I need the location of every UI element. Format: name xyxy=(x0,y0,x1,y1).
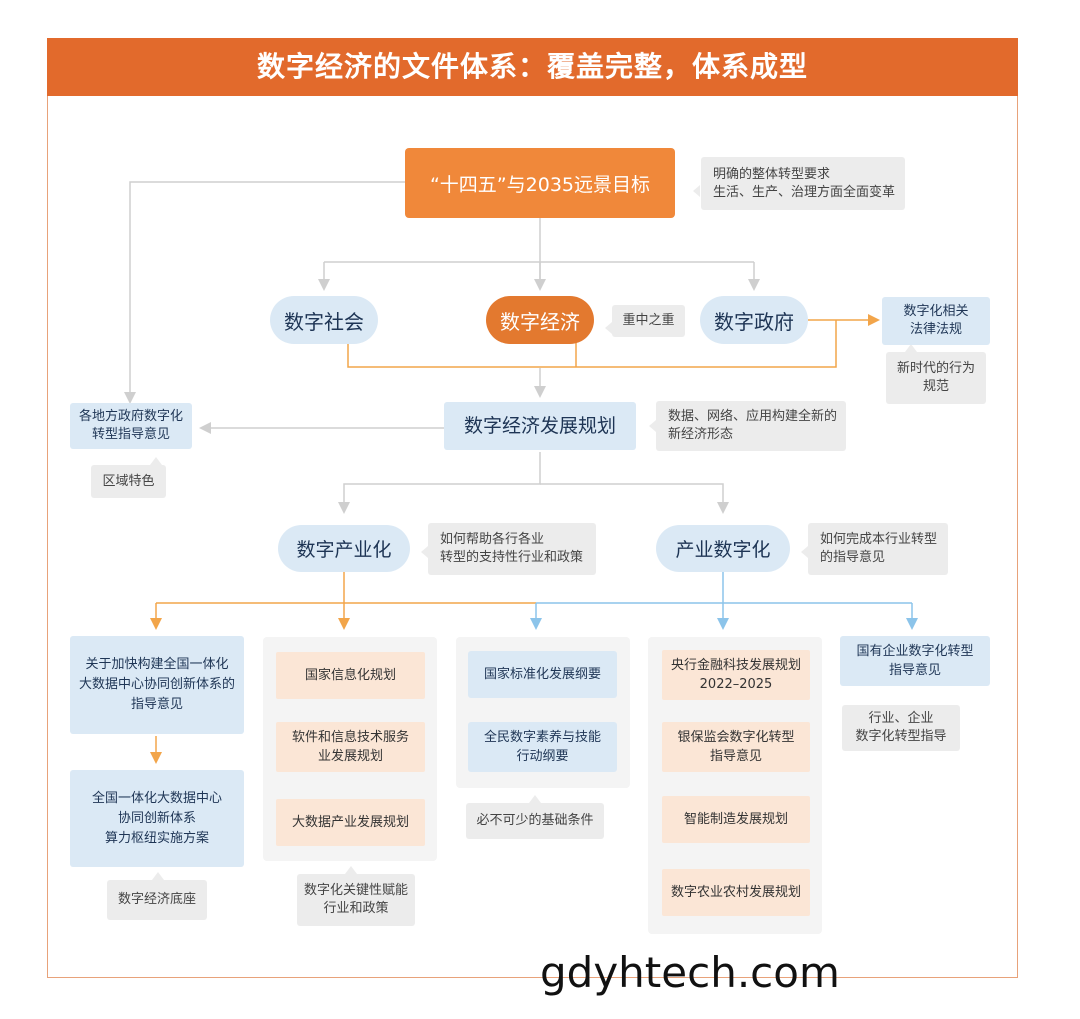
digital-economy-note: 重中之重 xyxy=(612,305,685,337)
line-plan-down xyxy=(338,452,541,514)
line-goal-to-local xyxy=(124,181,405,404)
col2-note: 数字化关键性赋能 行业和政策 xyxy=(297,874,415,926)
col3-item-2: 全民数字素养与技能 行动纲要 xyxy=(468,722,617,772)
col5-note: 行业、企业 数字化转型指导 xyxy=(842,705,960,751)
col1-box1: 关于加快构建全国一体化 大数据中心协同创新体系的 指导意见 xyxy=(70,636,244,734)
col3-note: 必不可少的基础条件 xyxy=(466,803,604,839)
digital-economy-pill: 数字经济 xyxy=(486,296,594,344)
law-note: 新时代的行为 规范 xyxy=(886,352,986,404)
page-title: 数字经济的文件体系：覆盖完整，体系成型 xyxy=(47,38,1018,96)
industrial-digitalization-note: 如何完成本行业转型 的指导意见 xyxy=(808,523,948,575)
digital-industrialization-note: 如何帮助各行各业 转型的支持性行业和政策 xyxy=(428,523,596,575)
top-goal-box: “十四五”与2035远景目标 xyxy=(405,148,675,218)
line-plan-right xyxy=(540,483,729,514)
col5-box: 国有企业数字化转型 指导意见 xyxy=(840,636,990,686)
economy-plan-box: 数字经济发展规划 xyxy=(444,402,636,450)
law-box: 数字化相关 法律法规 xyxy=(882,297,990,345)
col4-item-1: 央行金融科技发展规划 2022–2025 xyxy=(662,650,810,700)
col2-item-2: 软件和信息技术服务 业发展规划 xyxy=(276,722,425,772)
watermark-text: gdyhtech.com xyxy=(540,948,840,997)
local-government-note: 区域特色 xyxy=(91,465,166,498)
col1-note: 数字经济底座 xyxy=(107,880,207,920)
line-orange-bracket xyxy=(347,320,837,368)
col4-item-4: 数字农业农村发展规划 xyxy=(662,869,810,916)
col1-box2: 全国一体化大数据中心 协同创新体系 算力枢纽实施方案 xyxy=(70,770,244,867)
digital-industrialization-pill: 数字产业化 xyxy=(278,525,410,572)
local-government-box: 各地方政府数字化 转型指导意见 xyxy=(70,403,192,449)
digital-society-pill: 数字社会 xyxy=(270,296,378,344)
col4-item-3: 智能制造发展规划 xyxy=(662,796,810,843)
col2-item-3: 大数据产业发展规划 xyxy=(276,799,425,846)
top-goal-note: 明确的整体转型要求 生活、生产、治理方面全面变革 xyxy=(701,157,905,210)
col2-item-1: 国家信息化规划 xyxy=(276,652,425,699)
digital-government-pill: 数字政府 xyxy=(700,296,808,344)
col4-item-2: 银保监会数字化转型 指导意见 xyxy=(662,722,810,772)
industrial-digitalization-pill: 产业数字化 xyxy=(656,525,790,572)
economy-plan-note: 数据、网络、应用构建全新的 新经济形态 xyxy=(656,401,846,451)
col3-item-1: 国家标准化发展纲要 xyxy=(468,651,617,698)
